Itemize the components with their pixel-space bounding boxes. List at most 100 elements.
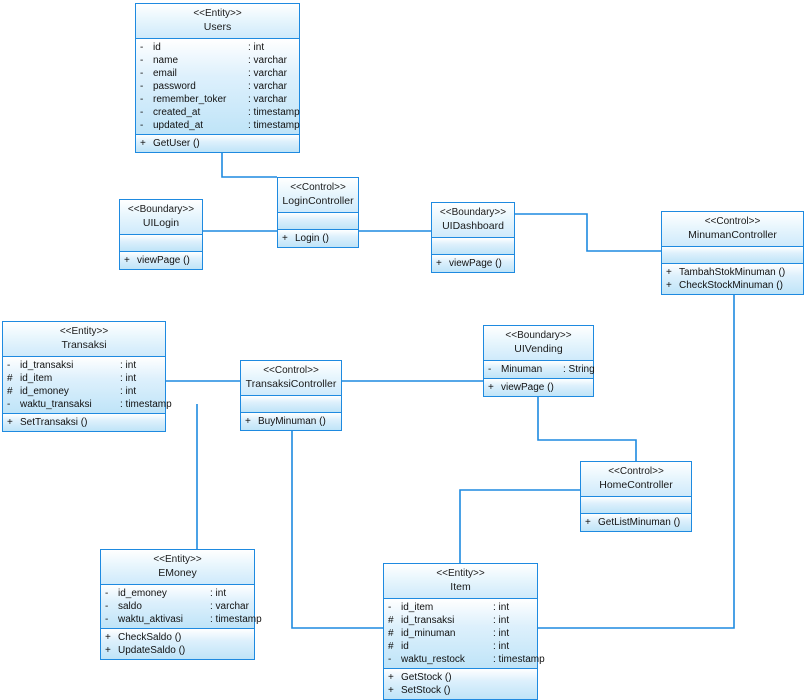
uml-stereotype: <<Entity>>	[193, 8, 242, 19]
uml-attribute-type: : int	[120, 373, 137, 384]
uml-operation-visibility: +	[388, 685, 394, 696]
uml-class-header: <<Entity>>Users	[136, 4, 299, 39]
uml-class-users[interactable]: <<Entity>>Users-id: int-name: varchar-em…	[135, 3, 300, 153]
uml-class-uidashboard[interactable]: <<Boundary>>UIDashboard +viewPage ()	[431, 202, 515, 273]
uml-attribute-name: saldo	[118, 601, 142, 612]
uml-attribute-row: #id_emoney: int	[3, 385, 165, 398]
uml-empty-compartment	[241, 398, 341, 410]
uml-operation-row: +Login ()	[278, 232, 358, 245]
uml-attribute-visibility: -	[388, 602, 392, 613]
uml-attribute-type: : varchar	[248, 55, 287, 66]
uml-operation-compartment: +viewPage ()	[120, 252, 202, 269]
uml-attribute-compartment: -id: int-name: varchar-email: varchar-pa…	[136, 39, 300, 135]
uml-class-minumancontroller[interactable]: <<Control>>MinumanController +TambahStokM…	[661, 211, 804, 295]
uml-attribute-visibility: #	[7, 373, 13, 384]
uml-attribute-name: id_minuman	[401, 628, 456, 639]
uml-attribute-compartment	[241, 396, 341, 413]
uml-stereotype: <<Boundary>>	[439, 207, 507, 218]
uml-operation-row: + CheckSaldo ()	[101, 631, 254, 644]
uml-attribute-type: : int	[493, 641, 510, 652]
uml-attribute-visibility: -	[140, 42, 144, 53]
uml-attribute-row: -id: int	[136, 41, 299, 54]
uml-empty-compartment	[278, 215, 358, 227]
uml-attribute-type: : varchar	[248, 94, 287, 105]
uml-attribute-compartment	[581, 497, 691, 514]
uml-attribute-name: id	[401, 641, 409, 652]
uml-class-homecontroller[interactable]: <<Control>>HomeController+GetListMinuman…	[580, 461, 692, 532]
uml-class-transaksicontroller[interactable]: <<Control>> TransaksiController +BuyMinuma…	[240, 360, 342, 431]
uml-operation-compartment: +GetStock ()+SetStock ()	[384, 669, 537, 699]
uml-class-uilogin[interactable]: <<Boundary>> UILogin +viewPage ()	[119, 199, 203, 270]
uml-class-item[interactable]: <<Entity>>Item-id_item: int#id_transaksi…	[383, 563, 545, 700]
uml-attribute-type: : timestamp	[248, 107, 300, 118]
uml-attribute-visibility: -	[140, 107, 144, 118]
uml-operation-row: +BuyMinuman ()	[241, 415, 341, 428]
uml-operation-compartment: +TambahStokMinuman ()+CheckStockMinuman …	[662, 264, 803, 294]
uml-attribute-row: #id_minuman: int	[384, 627, 537, 640]
uml-class-header: <<Entity>>EMoney	[101, 550, 254, 585]
uml-empty-compartment	[432, 240, 514, 252]
uml-attribute-visibility: -	[140, 81, 144, 92]
uml-operation-visibility: +	[585, 517, 591, 528]
uml-attribute-type: : varchar	[210, 601, 249, 612]
uml-attribute-compartment	[662, 247, 803, 264]
uml-operation-visibility: +	[7, 417, 13, 428]
uml-attribute-visibility: #	[7, 386, 13, 397]
uml-operation-visibility: +	[666, 267, 672, 278]
uml-class-emoney[interactable]: <<Entity>>EMoney -id_emoney: int-saldo : v…	[100, 549, 262, 660]
uml-operation-visibility: +	[105, 632, 111, 643]
uml-operation-row: +viewPage ()	[484, 381, 593, 394]
uml-stereotype: <<Control>>	[263, 365, 319, 376]
uml-operation-visibility: +	[388, 672, 394, 683]
uml-stereotype: <<Control>>	[704, 216, 761, 227]
uml-attribute-name: id_transaksi	[401, 615, 455, 626]
uml-attribute-name: id_emoney	[20, 386, 69, 397]
uml-attribute-visibility: -	[105, 601, 109, 612]
uml-operation-compartment: +GetListMinuman ()	[581, 514, 691, 531]
uml-operation-visibility: +	[124, 255, 130, 266]
uml-attribute-name: password	[153, 81, 196, 92]
uml-operation-compartment: +BuyMinuman ()	[241, 413, 341, 430]
connector-homecontroller-item	[459, 489, 580, 563]
uml-attribute-row: -id_transaksi: int	[3, 359, 165, 372]
uml-operation-compartment: +SetTransaksi ()	[3, 414, 165, 431]
uml-attribute-type: : int	[493, 628, 510, 639]
uml-operation-compartment: +viewPage ()	[432, 255, 514, 272]
uml-attribute-compartment: -id_item: int#id_transaksi: int#id_minum…	[384, 599, 545, 669]
uml-operation-name: CheckSaldo ()	[118, 632, 182, 643]
uml-operation-name: Login ()	[295, 233, 329, 244]
uml-operation-row: +SetStock ()	[384, 684, 537, 697]
uml-attribute-row: #id_transaksi: int	[384, 614, 537, 627]
uml-class-name: UILogin	[142, 217, 180, 229]
uml-class-name: TransaksiController	[245, 378, 337, 390]
uml-operation-name: viewPage ()	[449, 258, 502, 269]
uml-attribute-type: : String	[563, 364, 595, 375]
uml-attribute-name: id_item	[20, 373, 53, 384]
uml-attribute-row: -password: varchar	[136, 80, 299, 93]
uml-operation-name: BuyMinuman ()	[258, 416, 326, 427]
uml-attribute-name: email	[153, 68, 177, 79]
uml-class-header: <<Boundary>>UIVending	[484, 326, 593, 361]
uml-attribute-visibility: -	[140, 120, 144, 131]
uml-class-header: <<Boundary>>UIDashboard	[432, 203, 514, 238]
uml-class-logincontroller[interactable]: <<Control>>LoginController+Login ()	[277, 177, 359, 248]
uml-class-name: HomeController	[599, 479, 673, 491]
uml-attribute-row: -Minuman: String	[484, 363, 595, 376]
uml-class-uivending[interactable]: <<Boundary>>UIVending -Minuman: String +vi…	[483, 325, 595, 397]
uml-operation-row: +GetStock ()	[384, 671, 537, 684]
uml-attribute-name: remember_toker	[153, 94, 227, 105]
uml-attribute-row: -id_emoney: int	[101, 587, 254, 600]
uml-attribute-row: -remember_toker: varchar	[136, 93, 299, 106]
uml-attribute-type: : timestamp	[120, 399, 172, 410]
uml-attribute-type: : int	[493, 615, 510, 626]
uml-stereotype: <<Boundary>>	[127, 204, 195, 215]
uml-class-header: <<Control>>MinumanController	[662, 212, 803, 247]
uml-class-transaksi[interactable]: <<Entity>>Transaksi-id_transaksi: int#id…	[2, 321, 172, 432]
uml-class-name: Item	[450, 581, 471, 593]
uml-operation-name: GetUser ()	[153, 138, 200, 149]
uml-operation-visibility: +	[105, 645, 111, 656]
uml-attribute-type: : timestamp	[248, 120, 300, 131]
uml-attribute-row: -updated_at: timestamp	[136, 119, 300, 132]
uml-attribute-type: : int	[493, 602, 510, 613]
